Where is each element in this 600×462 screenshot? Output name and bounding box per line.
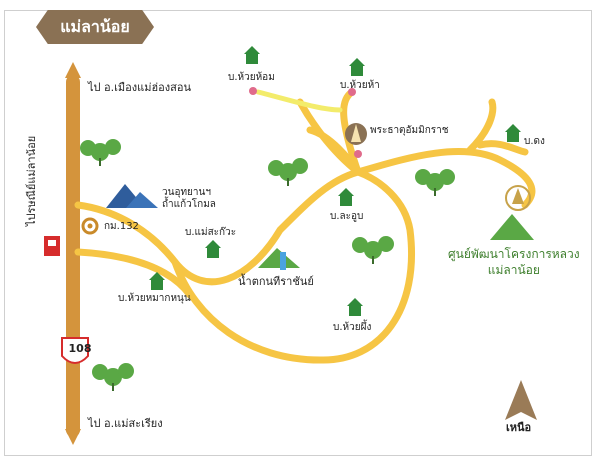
- label-north: เหนือ: [506, 421, 532, 434]
- label-national-park: วนอุทยานฯ ถ้ำแก้วโกมล: [162, 187, 216, 210]
- village-mae-sa-kua-icon: [205, 240, 221, 258]
- road-junction: [306, 126, 362, 176]
- map-title: แม่ลาน้อย: [36, 10, 154, 44]
- route-108-label: 108: [68, 342, 92, 355]
- label-to-mae-hong-son: ไป อ.เมืองแม่ฮ่องสอน: [88, 81, 191, 94]
- trees-center-icon: [268, 158, 308, 181]
- label-la-ub: บ.ละอูบ: [330, 211, 364, 222]
- trees-mid-icon: [352, 236, 394, 259]
- label-huai-phueng: บ.ห้วยผึ้ง: [333, 322, 372, 333]
- route-108-shield-icon: [61, 337, 89, 364]
- arrow-south-icon: [65, 429, 81, 445]
- mountain-icon: [106, 184, 158, 208]
- label-km-marker: กม.132: [104, 221, 139, 232]
- village-huai-hom-icon: [244, 46, 260, 64]
- temple-icon: [345, 123, 367, 145]
- post-office-icon: [44, 236, 60, 256]
- label-huai-ha: บ.ห้วยห้า: [340, 80, 380, 91]
- village-huai-mak-nun-icon: [149, 272, 165, 290]
- waterfall-icon: [258, 248, 300, 270]
- label-waterfall: น้ำตกนทีราชันย์: [238, 275, 314, 288]
- trees-sw-icon: [92, 363, 134, 386]
- pin-phra-that-icon: [354, 150, 362, 158]
- km-marker-icon: [81, 217, 99, 235]
- label-huai-hom: บ.ห้วยห้อม: [228, 72, 275, 83]
- arrow-north-icon: [65, 62, 81, 78]
- village-la-ub-icon: [338, 188, 354, 206]
- label-royal-center: ศูนย์พัฒนาโครงการหลวง แม่ลาน้อย: [448, 247, 580, 277]
- road-north-branch: [466, 98, 497, 154]
- pin-huai-ha-icon: [348, 88, 356, 96]
- trees-e-icon: [415, 169, 455, 191]
- trees: [80, 139, 455, 386]
- road-loop-south: [171, 168, 415, 364]
- trees-nw-icon: [80, 139, 121, 161]
- label-post-office: ไปรษณีย์แม่ลาน้อย: [25, 135, 38, 226]
- label-to-mae-sariang: ไป อ.แม่สะเรียง: [88, 417, 163, 430]
- village-ban-dong-icon: [505, 124, 521, 142]
- label-phra-that: พระธาตุอัมมิกราช: [370, 125, 449, 136]
- road-to-royal-center: [354, 148, 536, 209]
- village-icons: [149, 46, 521, 316]
- village-huai-ha-icon: [349, 58, 365, 76]
- village-huai-phueng-icon: [347, 298, 363, 316]
- north-arrow-icon: [505, 380, 537, 420]
- label-ban-dong: บ.ดง: [524, 136, 545, 147]
- road-to-ban-dong: [476, 140, 529, 156]
- pin-huai-hom-icon: [249, 87, 257, 95]
- road-to-huai-ha: [340, 88, 362, 176]
- label-mae-sa-kua: บ.แม่สะก๊วะ: [185, 227, 237, 238]
- map-border: [4, 10, 592, 456]
- road-minor: [255, 89, 343, 113]
- road-main-east: [74, 168, 362, 286]
- royal-center-icon: [490, 185, 534, 240]
- label-huai-mak-nun: บ.ห้วยหมากหนุน: [118, 293, 191, 304]
